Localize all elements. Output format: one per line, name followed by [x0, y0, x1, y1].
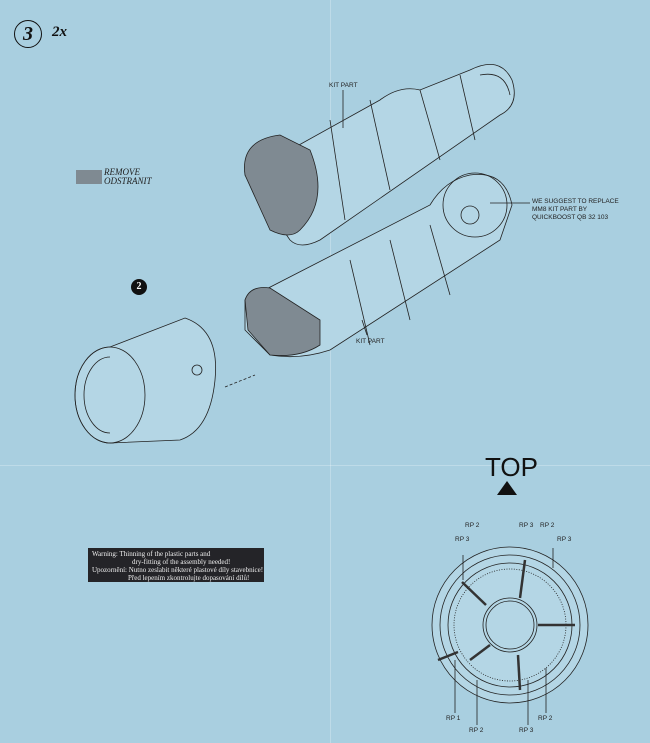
warning-line: dry-fitting of the assembly needed! — [132, 558, 231, 566]
rp-label: RP 3 — [519, 522, 534, 529]
step-number: 3 — [14, 20, 42, 48]
kit-part-label: KIT PART — [329, 82, 358, 89]
upper-shell-kit-part — [244, 63, 515, 246]
rp-label: RP 2 — [538, 715, 553, 722]
rp-label: RP 2 — [465, 522, 480, 529]
step-quantity: 2x — [52, 24, 67, 40]
warning-box: Warning: Thinning of the plastic parts a… — [88, 548, 264, 582]
replace-note: WE SUGGEST TO REPLACE MM8 KIT PART BY QU… — [532, 198, 619, 222]
rp-label: RP 1 — [446, 715, 461, 722]
rp-label: RP 3 — [519, 727, 534, 734]
replace-note-line: WE SUGGEST TO REPLACE — [532, 198, 619, 205]
remove-legend-line: REMOVE — [104, 167, 140, 177]
kit-part-label: KIT PART — [356, 338, 385, 345]
remove-legend-line: ODSTRANIT — [104, 176, 152, 186]
warning-line: Warning: Thinning of the plastic parts a… — [92, 550, 211, 558]
warning-line: Před lepením zkontrolujte dopasování díl… — [128, 574, 250, 582]
rp-label: RP 3 — [455, 536, 470, 543]
leader-line — [361, 319, 368, 336]
remove-legend: REMOVE ODSTRANIT — [104, 168, 152, 186]
front-ring-part — [74, 317, 256, 444]
rp-label: RP 2 — [540, 522, 555, 529]
sub-step-badge: 2 — [131, 279, 147, 295]
fold-line-vertical — [330, 0, 331, 743]
replace-note-line: MM8 KIT PART BY — [532, 206, 588, 213]
fold-line-horizontal — [0, 465, 650, 466]
top-label: TOP — [485, 452, 538, 482]
top-arrow-icon — [497, 481, 517, 495]
rp-label: RP 3 — [557, 536, 572, 543]
rp-label: RP 2 — [469, 727, 484, 734]
engine-front-view — [431, 546, 589, 725]
lower-shell-kit-part — [244, 172, 513, 358]
remove-swatch — [76, 170, 102, 184]
replace-note-line: QUICKBOOST QB 32 103 — [532, 214, 609, 221]
warning-line: Upozornění: Nutno zeslabit některé plast… — [92, 566, 264, 574]
